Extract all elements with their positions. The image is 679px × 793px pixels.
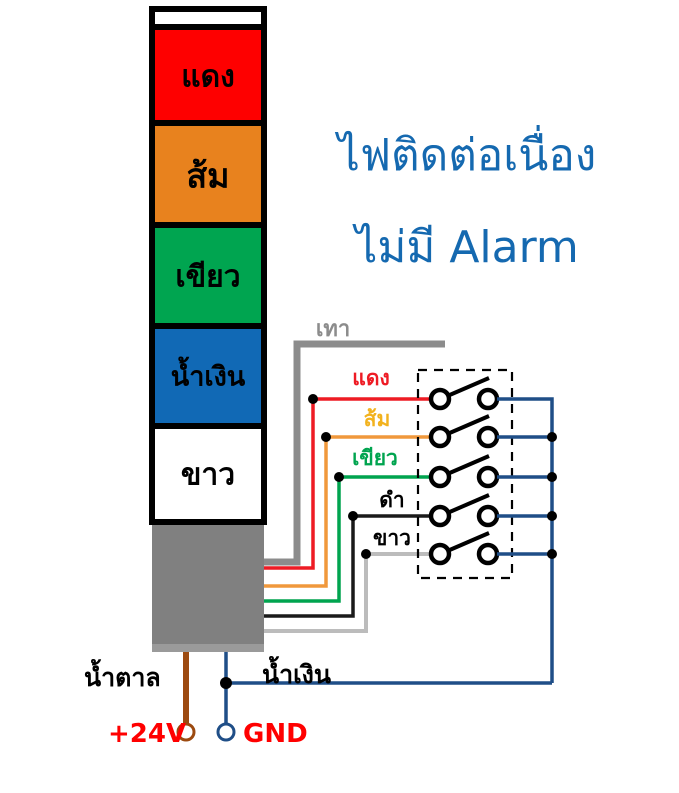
switch-contact-right-4[interactable] (476, 504, 500, 528)
switch-row-1[interactable] (428, 376, 500, 411)
junction-dot-blue-4 (547, 511, 557, 521)
junction-dot-white (361, 549, 371, 559)
wire-orange-path (264, 435, 440, 588)
wire-white-path (264, 552, 440, 633)
junction-dot-green (334, 472, 344, 482)
terminal-supply-24v[interactable] (176, 722, 196, 742)
tower-segment-red-label: แดง (181, 60, 234, 95)
switch-contact-right-5[interactable] (476, 542, 500, 566)
wire-label-green: เขียว (352, 446, 398, 470)
wire-label-blue: น้ำเงิน (262, 655, 331, 689)
switch-row-3[interactable] (428, 454, 500, 489)
tower-segment-white-label: ขาว (181, 458, 235, 493)
switch-blade-3 (444, 454, 490, 477)
title-line-2: ไม่มี Alarm (352, 222, 579, 273)
wire-gray-path (264, 340, 445, 566)
wire-label-gray: เทา (316, 317, 350, 342)
wire-label-red: แดง (352, 366, 389, 390)
terminal-ground[interactable] (216, 722, 236, 742)
switch-contact-left-4[interactable] (428, 504, 452, 528)
switch-contact-left-2[interactable] (428, 425, 452, 449)
tower-segment-blue-label: น้ำเงิน (171, 356, 246, 393)
tower-light-stack: แดง ส้ม เขียว น้ำเงิน ขาว (149, 6, 267, 652)
junction-dot-blue-gnd (220, 677, 232, 689)
tower-base (152, 520, 264, 652)
title-line-1: ไฟติดต่อเนื่อง (335, 124, 596, 181)
tower-segment-green-label: เขียว (175, 260, 240, 295)
junction-dot-blue-3 (547, 472, 557, 482)
junction-dot-black (348, 511, 358, 521)
tower-segment-red (149, 24, 267, 126)
tower-segment-orange (149, 120, 267, 228)
switch-contact-right-2[interactable] (476, 425, 500, 449)
wire-black-path (264, 514, 440, 618)
switch-row-5[interactable] (428, 531, 500, 566)
switch-row-2[interactable] (428, 414, 500, 449)
tower-base-shadow (152, 644, 264, 652)
junction-dot-red (308, 394, 318, 404)
tower-segment-white (149, 423, 267, 525)
switch-blade-2 (444, 414, 490, 437)
terminal-supply-label: +24V (108, 719, 186, 749)
switch-contact-left-1[interactable] (428, 387, 452, 411)
junction-dot-blue-2 (547, 432, 557, 442)
switch-contact-left-5[interactable] (428, 542, 452, 566)
wire-label-orange: ส้ม (364, 407, 391, 431)
tower-segment-green (149, 222, 267, 329)
wire-red-path (264, 397, 440, 570)
switch-blade-5 (444, 531, 490, 554)
wire-label-white: ขาว (373, 526, 411, 550)
wire-green-path (264, 475, 440, 603)
tower-segment-orange-label: ส้ม (186, 157, 229, 197)
switch-contact-left-3[interactable] (428, 465, 452, 489)
switch-blade-1 (444, 376, 490, 399)
relay-contact-block-outline (416, 368, 514, 580)
junction-dot-orange (321, 432, 331, 442)
switch-row-4[interactable] (428, 493, 500, 528)
switch-contact-right-1[interactable] (476, 387, 500, 411)
wire-label-black: ดำ (379, 488, 404, 512)
wire-label-brown: น้ำตาล (84, 658, 161, 692)
wire-blue-bus (497, 397, 554, 683)
switch-contact-right-3[interactable] (476, 465, 500, 489)
terminal-ground-label: GND (243, 719, 308, 749)
junction-dot-blue-5 (547, 549, 557, 559)
switch-blade-4 (444, 493, 490, 516)
